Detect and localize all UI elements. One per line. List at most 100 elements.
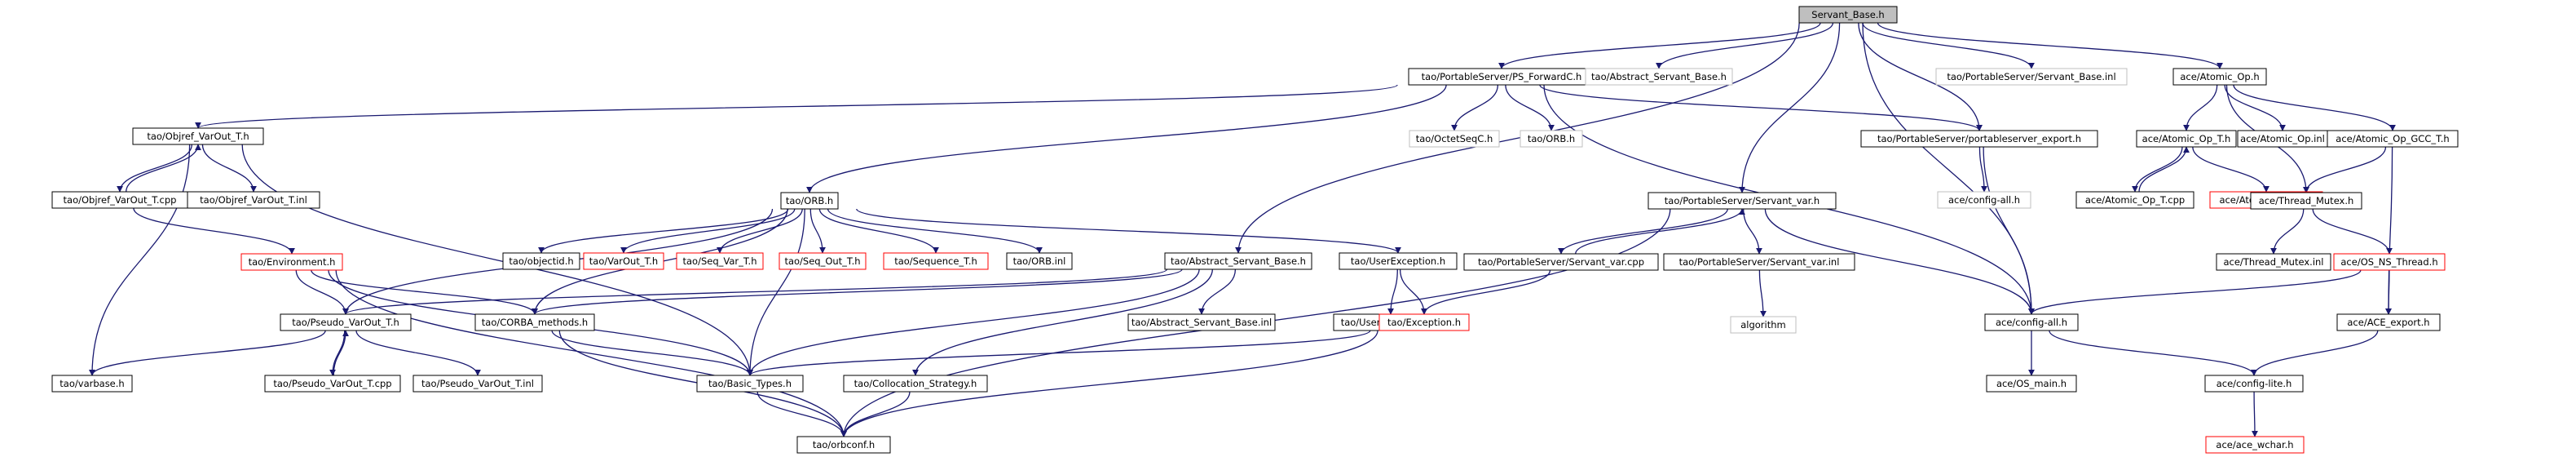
file-node-sequence-t-h[interactable]: tao/Sequence_T.h [883, 252, 989, 270]
file-node-atomic-op-t-h[interactable]: ace/Atomic_Op_T.h [2136, 130, 2237, 148]
file-node-box [1663, 253, 1855, 271]
file-node-seq-var-t-h[interactable]: tao/Seq_Var_T.h [676, 252, 764, 270]
file-node-label: tao/Seq_Out_T.h [784, 255, 860, 267]
file-node-label: ace/Thread_Mutex.h [2259, 195, 2354, 206]
file-node-objref-varout-t-cpp[interactable]: tao/Objref_VarOut_T.cpp [51, 191, 188, 209]
dependency-edge [2183, 84, 2218, 131]
file-node-box [2205, 436, 2305, 454]
file-node-atomic-op-inl[interactable]: ace/Atomic_Op.inl [2237, 130, 2328, 148]
file-node-box [796, 436, 891, 454]
file-node-varbase-h[interactable]: tao/varbase.h [51, 375, 133, 393]
file-node-ps-forwardc-h[interactable]: tao/PortableServer/PS_ForwardC.h [1408, 68, 1595, 86]
file-node-ace-wchar-h[interactable]: ace/ace_wchar.h [2205, 436, 2305, 454]
file-node-label: tao/PortableServer/Servant_var.h [1665, 195, 1820, 206]
dependency-edge [1743, 208, 1762, 255]
file-node-orbconf-h[interactable]: tao/orbconf.h [796, 436, 891, 454]
file-node-atomic-op-t-cpp[interactable]: ace/Atomic_Op_T.cpp [2075, 191, 2194, 209]
file-node-orb-inl[interactable]: tao/ORB.inl [1006, 252, 1073, 270]
file-node-label: ace/ace_wchar.h [2216, 439, 2293, 450]
file-node-label: tao/Sequence_T.h [894, 255, 977, 267]
file-node-label: ace/OS_main.h [1996, 378, 2067, 389]
file-node-box [264, 375, 401, 393]
dependency-edge [133, 207, 295, 255]
dependency-edge [840, 330, 1378, 437]
file-node-servant-base-inl: tao/PortableServer/Servant_Base.inl [1935, 68, 2128, 86]
file-node-servant-var-inl[interactable]: tao/PortableServer/Servant_var.inl [1663, 253, 1855, 271]
dependency-edge [747, 330, 1371, 376]
file-node-label: algorithm [1740, 319, 1786, 331]
file-node-exception-h[interactable]: tao/Exception.h [1378, 313, 1470, 331]
file-node-label: tao/Abstract_Servant_Base.h [1591, 71, 1727, 82]
file-node-atomic-op-gcc-t-h[interactable]: ace/Atomic_Op_GCC_T.h [2327, 130, 2459, 148]
dependency-edge [2312, 208, 2393, 255]
dependency-edge [806, 84, 1447, 193]
file-node-label: tao/Basic_Types.h [708, 378, 792, 389]
dependency-edge [1235, 22, 1800, 254]
dependency-edge [747, 208, 805, 376]
file-node-box [843, 375, 988, 393]
dependency-edge [2138, 146, 2190, 193]
file-node-label: tao/objectid.h [509, 255, 573, 267]
dependency-edge [355, 330, 481, 376]
file-node-ace-export-h[interactable]: ace/ACE_export.h [2336, 313, 2441, 331]
file-node-abstract-servant-base-h[interactable]: tao/Abstract_Servant_Base.h [1164, 252, 1312, 270]
file-node-label: tao/Environment.h [249, 256, 336, 268]
file-node-seq-out-t-h[interactable]: tao/Seq_Out_T.h [779, 252, 867, 270]
file-node-label: ace/OS_NS_Thread.h [2340, 256, 2437, 268]
file-node-portableserver-export-h[interactable]: tao/PortableServer/portableserver_export… [1860, 130, 2098, 148]
file-node-collocation-strategy-h[interactable]: tao/Collocation_Strategy.h [843, 375, 988, 393]
file-node-orb-h[interactable]: tao/ORB.h [780, 192, 839, 210]
file-node-box [474, 313, 595, 331]
file-node-environment-h[interactable]: tao/Environment.h [240, 253, 343, 271]
file-node-label: tao/Collocation_Strategy.h [854, 378, 977, 389]
dependency-edge [2251, 330, 2379, 376]
file-node-objectid-h[interactable]: tao/objectid.h [502, 252, 580, 270]
file-node-objref-varout-t-inl[interactable]: tao/Objref_VarOut_T.inl [187, 191, 320, 209]
dependency-edge [2028, 269, 2362, 315]
file-node-config-all-h[interactable]: ace/config-all.h [1984, 313, 2079, 331]
file-node-box [1984, 313, 2079, 331]
file-node-label: Servant_Base.h [1811, 9, 1884, 20]
file-node-box [1339, 252, 1458, 270]
file-node-box [280, 313, 412, 331]
file-node-label: tao/Abstract_Servant_Base.inl [1131, 317, 1272, 328]
file-node-box [1937, 191, 2031, 209]
file-node-config-lite-h[interactable]: ace/config-lite.h [2204, 375, 2304, 393]
file-node-pseudo-varout-t-inl[interactable]: tao/Pseudo_VarOut_T.inl [412, 375, 543, 393]
file-node-basic-types-h[interactable]: tao/Basic_Types.h [696, 375, 804, 393]
file-node-abstract-servant-base-inl[interactable]: tao/Abstract_Servant_Base.inl [1127, 313, 1276, 331]
dependency-edge [1758, 269, 1767, 317]
file-node-servant-var-cpp[interactable]: tao/PortableServer/Servant_var.cpp [1463, 253, 1659, 271]
file-node-objref-varout-t-h[interactable]: tao/Objref_VarOut_T.h [132, 127, 264, 145]
file-node-box [676, 252, 764, 270]
dependency-edge [342, 268, 1168, 315]
file-node-algorithm: algorithm [1730, 316, 1797, 334]
file-node-os-main-h[interactable]: ace/OS_main.h [1986, 375, 2077, 393]
file-node-thread-mutex-inl[interactable]: ace/Thread_Mutex.inl [2216, 253, 2331, 271]
dependency-edge [1978, 146, 1987, 193]
file-node-label: ace/Atomic_Op_T.cpp [2085, 194, 2185, 206]
dependency-edge [1198, 268, 1237, 315]
dependency-edge [2192, 146, 2269, 193]
dependency-edge [1399, 268, 1427, 315]
file-node-label: tao/ORB.h [786, 195, 833, 206]
file-node-servant-var-h[interactable]: tao/PortableServer/Servant_var.h [1647, 192, 1837, 210]
file-node-label: ace/Atomic_Op.h [2180, 71, 2259, 82]
dependency-edge [2303, 146, 2387, 193]
file-node-os-ns-thread-h[interactable]: ace/OS_NS_Thread.h [2333, 253, 2446, 271]
dependency-edge [2251, 391, 2258, 437]
file-node-box [2136, 130, 2237, 148]
file-node-corba-methods-h[interactable]: tao/CORBA_methods.h [474, 313, 595, 331]
file-node-label: tao/OctetSeqC.h [1416, 133, 1493, 144]
file-node-box [1986, 375, 2077, 393]
file-node-pseudo-varout-t-h[interactable]: tao/Pseudo_VarOut_T.h [280, 313, 412, 331]
file-node-userexception-h[interactable]: tao/UserException.h [1339, 252, 1458, 270]
file-node-label: ace/Thread_Mutex.inl [2223, 256, 2323, 268]
file-node-box [2172, 68, 2267, 86]
file-node-label: tao/varbase.h [60, 378, 124, 389]
file-node-varout-t-h[interactable]: tao/VarOut_T.h [583, 252, 664, 270]
file-node-pseudo-varout-t-cpp[interactable]: tao/Pseudo_VarOut_T.cpp [264, 375, 401, 393]
file-node-atomic-op-h[interactable]: ace/Atomic_Op.h [2172, 68, 2267, 86]
file-node-thread-mutex-h[interactable]: ace/Thread_Mutex.h [2250, 192, 2362, 210]
file-node-config-all-h-ext: ace/config-all.h [1937, 191, 2031, 209]
